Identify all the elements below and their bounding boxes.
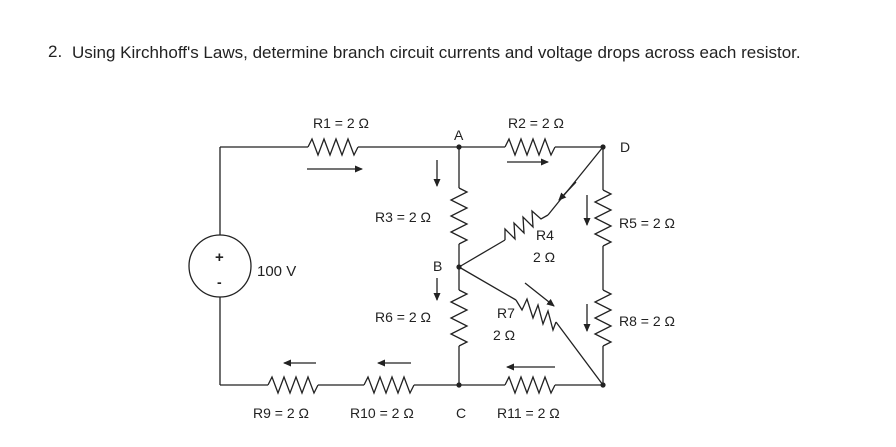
resistor-r2 [504, 137, 556, 157]
resistor-r6 [449, 289, 469, 347]
resistor-r8 [593, 289, 613, 347]
r9-label: R9 = 2 Ω [253, 405, 309, 421]
node-d-dot [600, 144, 606, 150]
question-number: 2. [48, 42, 63, 61]
node-a-dot [456, 144, 462, 150]
r4-name-label: R4 [536, 227, 554, 243]
wire-r4-d [547, 146, 604, 216]
resistor-r11 [504, 375, 556, 395]
r6-label: R6 = 2 Ω [375, 309, 431, 325]
resistor-r4 [504, 209, 549, 241]
arrow-i7 [524, 282, 555, 307]
resistor-r5 [593, 189, 613, 247]
wire-r7-e [555, 321, 604, 386]
r10-label: R10 = 2 Ω [350, 405, 414, 421]
r2-label: R2 = 2 Ω [508, 115, 564, 131]
resistor-r7 [515, 297, 557, 333]
resistor-r9 [267, 375, 319, 395]
r4-value-label: 2 Ω [533, 249, 555, 265]
node-e-dot [600, 382, 606, 388]
node-b-label: B [433, 258, 442, 274]
source-label: 100 V [257, 263, 296, 280]
node-b-dot [456, 264, 462, 270]
node-c-dot [456, 382, 462, 388]
node-d-label: D [620, 139, 630, 155]
resistor-r3 [449, 187, 469, 245]
arrow-i4 [558, 181, 577, 201]
r5-label: R5 = 2 Ω [619, 215, 675, 231]
r8-label: R8 = 2 Ω [619, 313, 675, 329]
r7-name-label: R7 [497, 305, 515, 321]
resistor-r10 [363, 375, 415, 395]
wire-b-r4 [458, 239, 506, 268]
source-minus: - [217, 274, 222, 290]
r11-label: R11 = 2 Ω [497, 405, 560, 421]
r3-label: R3 = 2 Ω [375, 209, 431, 225]
question-text: Using Kirchhoff's Laws, determine branch… [72, 43, 801, 62]
node-c-label: C [456, 405, 466, 421]
r7-value-label: 2 Ω [493, 327, 515, 343]
source-plus: + [215, 249, 224, 266]
wire-b-r7 [458, 266, 517, 301]
resistor-r1 [307, 137, 359, 157]
voltage-source [188, 234, 252, 298]
r1-label: R1 = 2 Ω [313, 115, 369, 131]
node-a-label: A [454, 127, 464, 143]
